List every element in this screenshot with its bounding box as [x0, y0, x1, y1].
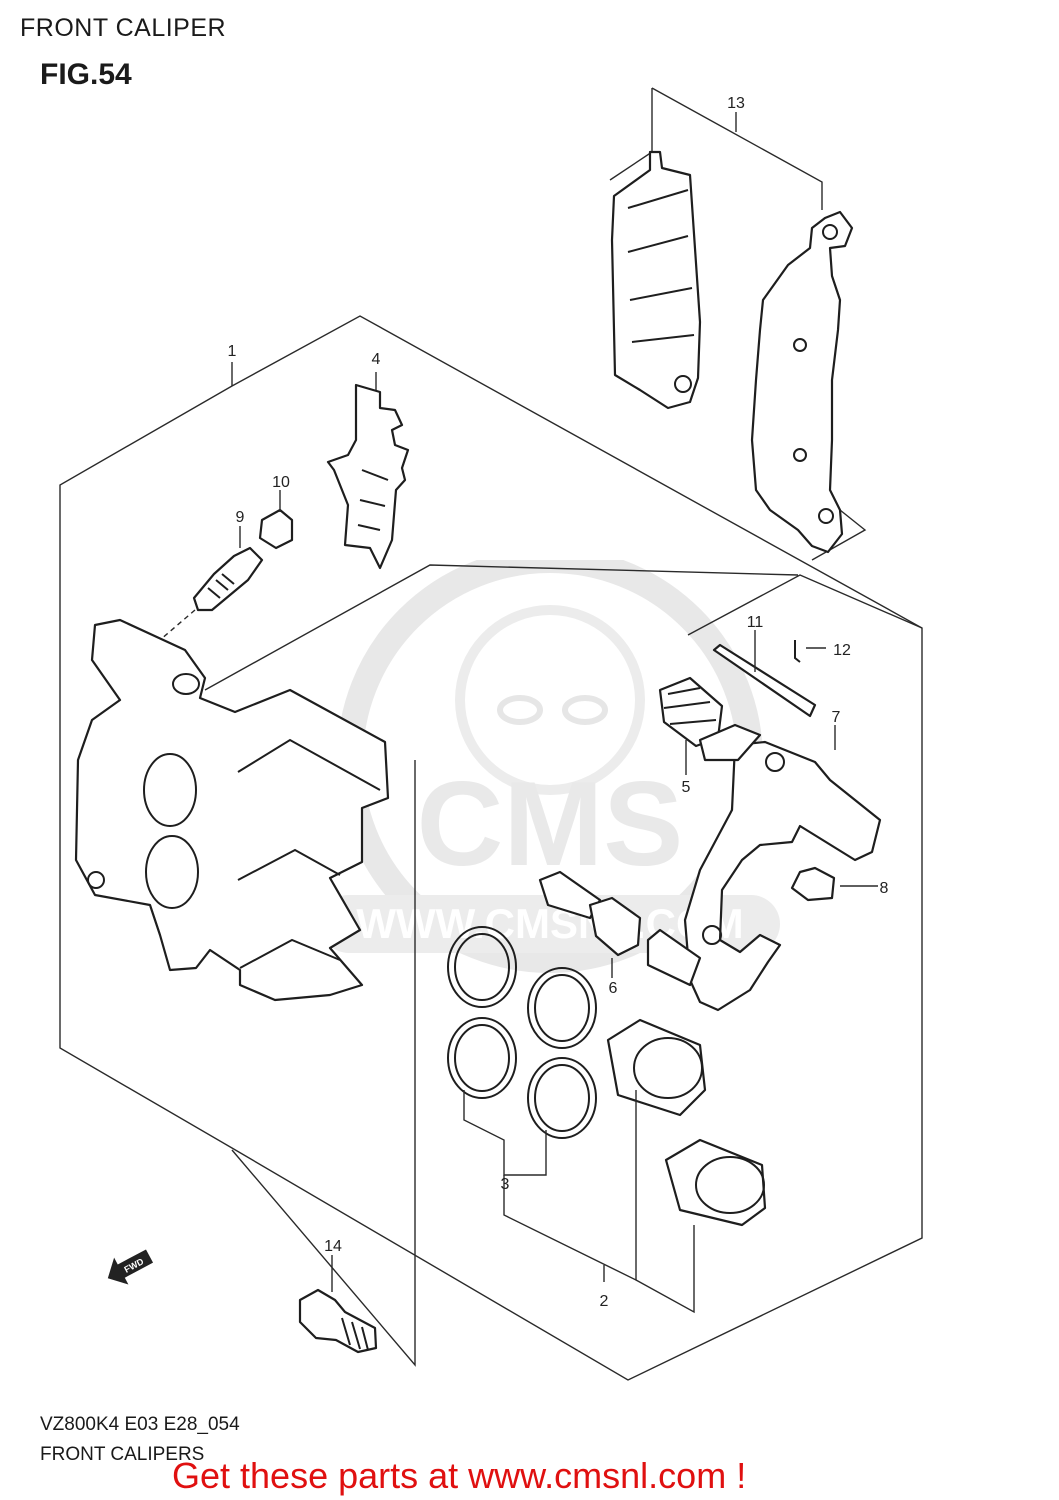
callout-5: 5	[682, 779, 691, 796]
inner-frame	[204, 564, 799, 691]
bracket-slide-pin-top	[698, 723, 762, 762]
bleeder-cap	[258, 508, 294, 550]
callout-10: 10	[272, 474, 290, 491]
watermark-brand: CMS	[417, 757, 684, 891]
callout-2: 2	[600, 1293, 609, 1310]
forward-arrow-icon: FWD	[107, 1249, 154, 1285]
pin-box	[687, 574, 923, 636]
pad-retainer	[790, 866, 836, 902]
section-title: FRONT CALIPER	[20, 14, 227, 42]
piston-seals	[447, 926, 597, 1139]
pad-spring-clip	[326, 383, 410, 570]
caliper-body	[74, 618, 390, 1002]
caliper-bracket	[683, 740, 882, 1012]
brake-pad-left	[610, 150, 702, 410]
callout-11: 11	[747, 614, 764, 631]
callout-14: 14	[324, 1238, 342, 1255]
slide-pin-boot	[588, 896, 642, 957]
promo-link[interactable]: Get these parts at www.cmsnl.com !	[172, 1455, 747, 1496]
piston-lower	[664, 1138, 767, 1227]
callout-7: 7	[832, 709, 841, 726]
model-code: VZ800K4 E03 E28_054	[40, 1414, 240, 1435]
bracket-slide-pin-bottom	[646, 928, 702, 987]
leader-lines	[231, 112, 878, 1314]
callout-13: 13	[727, 95, 745, 112]
figure-number: FIG.54	[40, 58, 132, 91]
callout-12: 12	[833, 642, 851, 659]
callout-3: 3	[501, 1176, 510, 1193]
callout-1: 1	[228, 343, 237, 360]
diagram-caption: FRONT CALIPERS	[40, 1444, 205, 1465]
pad-pin	[712, 643, 817, 718]
pad-group-boundary	[609, 88, 653, 181]
brake-pad-right	[750, 210, 854, 554]
pad-group-boundary-2	[651, 87, 823, 210]
piston-upper	[606, 1018, 707, 1117]
assembly-boundary-2	[231, 760, 416, 1367]
callout-8: 8	[880, 880, 889, 897]
pin-clip	[794, 640, 801, 663]
assembly-boundary-1	[59, 315, 923, 1381]
callout-9: 9	[236, 509, 245, 526]
callout-6: 6	[609, 980, 618, 997]
watermark-url: WWW.CMSNL.COM	[356, 900, 743, 947]
callout-4: 4	[372, 351, 381, 368]
mounting-bolt	[298, 1288, 378, 1354]
